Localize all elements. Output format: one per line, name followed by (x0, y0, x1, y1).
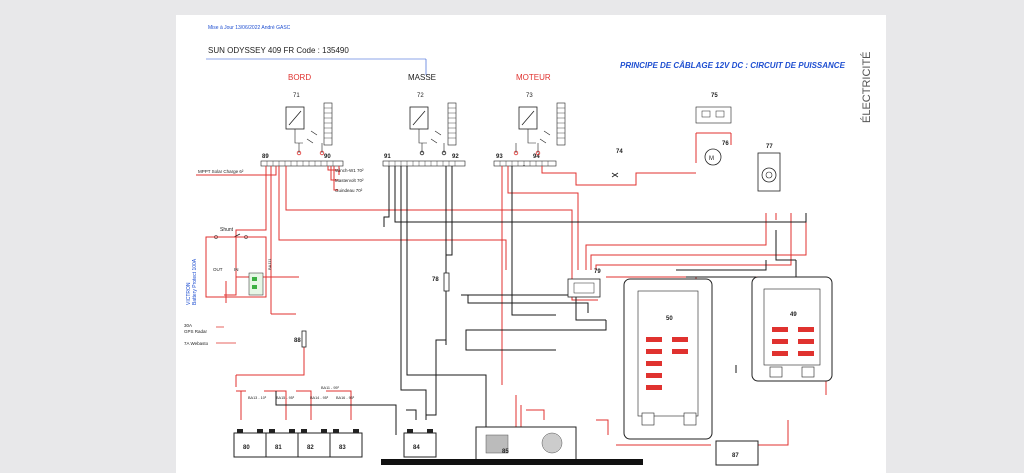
svg-text:Battery Protect 100A: Battery Protect 100A (192, 258, 198, 305)
svg-text:IN: IN (234, 267, 239, 272)
diagram-title: PRINCIPE DE CÂBLAGE 12V DC : CIRCUIT DE … (620, 61, 846, 70)
battery-switch-73: 73 (518, 93, 566, 146)
positive-wiring (196, 132, 827, 446)
update-note: Mise à Jour 13/06/2022 André GASC (208, 25, 291, 31)
svg-text:71: 71 (293, 93, 300, 99)
svg-text:OUT: OUT (213, 267, 223, 272)
svg-text:79: 79 (594, 269, 601, 275)
negative-wiring (255, 165, 807, 445)
label-winch: Winch-W1 70² (335, 168, 364, 173)
svg-text:78: 78 (432, 277, 439, 283)
battery-switch-72: 72 (409, 93, 457, 146)
svg-text:VICTRON: VICTRON (186, 282, 192, 305)
svg-text:92: 92 (452, 154, 459, 160)
svg-text:85: 85 (502, 449, 509, 455)
label-ba13: BA13 - 10² (248, 396, 267, 400)
battery-80: 80 (233, 429, 267, 458)
label-ba15: BA15 - 95² (276, 396, 295, 400)
ground-bar (381, 459, 643, 465)
svg-text:90: 90 (324, 154, 331, 160)
label-guindeau: Guindeau 70² (335, 188, 363, 193)
terminal-block-masse: 91 92 (382, 150, 466, 167)
svg-text:84: 84 (413, 445, 420, 451)
svg-text:72: 72 (417, 93, 424, 99)
aux-feeds (216, 326, 236, 344)
battery-switch-71: 71 (285, 93, 333, 146)
svg-text:77: 77 (766, 144, 773, 150)
label-mppt: MPPT Solar Charge 6² (198, 169, 244, 174)
group-moteur: MOTEUR (516, 73, 551, 82)
svg-text:87: 87 (732, 453, 739, 459)
svg-text:82: 82 (307, 445, 314, 451)
label-ba11: BA11 - 95² (321, 386, 340, 390)
svg-text:91: 91 (384, 154, 391, 160)
boat-title: SUN ODYSSEY 409 FR Code : 135490 (208, 46, 349, 55)
diagram-sheet: Mise à Jour 13/06/2022 André GASC SUN OD… (176, 15, 886, 473)
fuse-box-49: 49 (751, 276, 833, 382)
terminal-block-moteur: 93 94 (493, 150, 557, 167)
svg-text:94: 94 (533, 154, 540, 160)
svg-text:80: 80 (243, 445, 250, 451)
switch-feeds (298, 143, 539, 153)
engine-85: 85 (475, 426, 577, 464)
switch-74: 74 (611, 149, 623, 178)
fuse-78: 78 (432, 272, 450, 292)
fuse-88: 88 (294, 330, 307, 348)
svg-text:88: 88 (294, 338, 301, 344)
label-ba16: BA16 - 95² (336, 396, 355, 400)
svg-text:73: 73 (526, 93, 533, 99)
battery-82: 82 (297, 429, 331, 458)
svg-text:50: 50 (666, 316, 673, 322)
svg-text:83: 83 (339, 445, 346, 451)
label-ba14: BA14 - 95² (310, 396, 329, 400)
svg-text:76: 76 (722, 141, 729, 147)
label-mastervolt: Mastervolt 70² (335, 178, 364, 183)
wiring-diagram: Mise à Jour 13/06/2022 André GASC SUN OD… (184, 25, 873, 466)
svg-text:49: 49 (790, 312, 797, 318)
motor-76: M 76 (704, 141, 729, 166)
terminal-block-bord: 89 90 (260, 150, 344, 167)
section-tab: ÉLECTRICITÉ (860, 51, 873, 123)
battery-84: 84 (403, 429, 437, 458)
group-bord: BORD (288, 73, 311, 82)
charger-77: 77 (757, 144, 781, 192)
battery-83: 83 (329, 429, 363, 458)
svg-text:75: 75 (711, 93, 718, 99)
svg-text:BA111: BA111 (267, 258, 272, 270)
label-gps-a: 30A (184, 323, 192, 328)
label-gps-b: GPS Radar (184, 329, 208, 334)
battery-protect: OUT IN VICTRON Battery Protect 100A BA11… (186, 236, 272, 305)
fuse-box-50: 50 (623, 278, 713, 440)
group-masse: MASSE (408, 73, 436, 82)
svg-text:89: 89 (262, 154, 269, 160)
component-87: 87 (715, 440, 759, 466)
relay-75: 75 (695, 93, 732, 124)
svg-text:74: 74 (616, 149, 623, 155)
svg-text:M: M (709, 156, 714, 162)
svg-text:81: 81 (275, 445, 282, 451)
relay-79: 79 (567, 269, 601, 298)
svg-text:Shunt: Shunt (220, 227, 234, 233)
battery-81: 81 (265, 429, 299, 458)
label-webasto: 7A Webasto (184, 341, 209, 346)
svg-text:93: 93 (496, 154, 503, 160)
